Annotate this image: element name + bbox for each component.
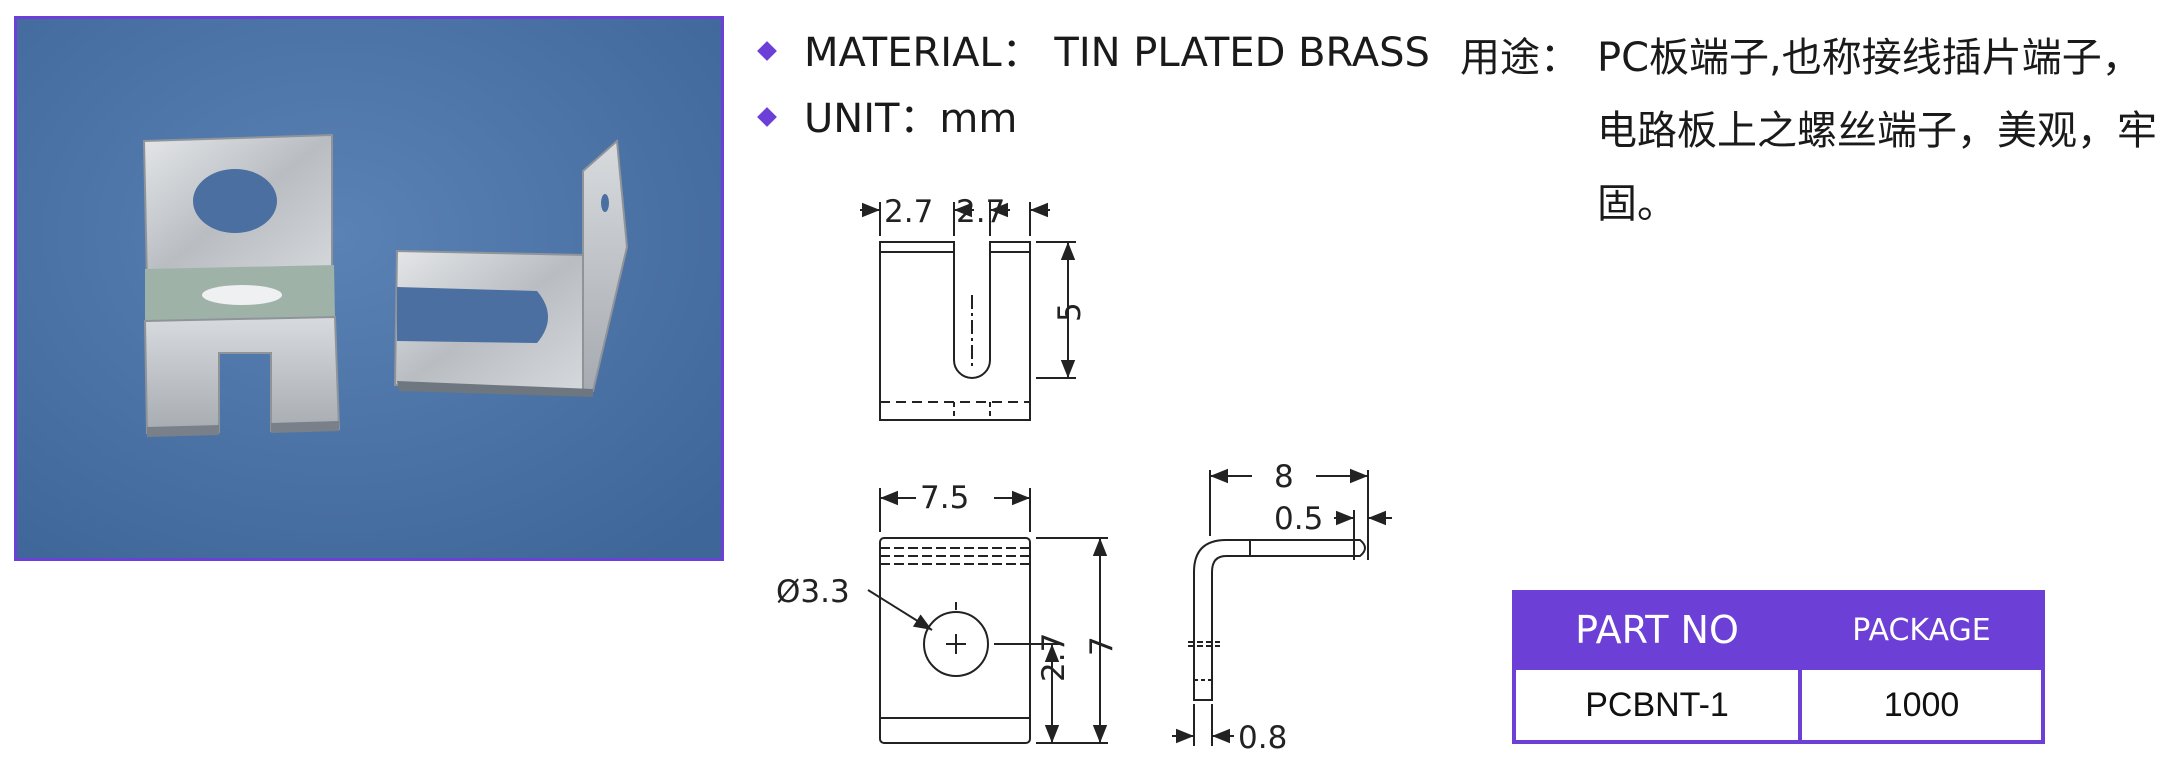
diamond-bullet-icon — [757, 107, 777, 127]
header-part-no: PART NO — [1511, 590, 1803, 670]
dim-tip: 0.5 — [1274, 501, 1323, 537]
dim-height: 7 — [1084, 636, 1120, 656]
side-view — [1172, 468, 1392, 746]
dim-thickness: 0.8 — [1238, 720, 1287, 756]
usage-label: 用途： — [1460, 35, 1580, 81]
usage-text: PC板端子,也称接线插片端子，电路板上之螺丝端子，美观，牢固。 — [1597, 35, 2157, 227]
spec-unit: UNIT：mm — [757, 86, 1018, 144]
product-photo — [14, 16, 724, 561]
table-header-row: PART NO PACKAGE — [1511, 590, 2045, 670]
unit-text: UNIT：mm — [804, 96, 1018, 142]
cell-part-no: PCBNT-1 — [1511, 666, 1803, 744]
dim-slot-right: 2.7 — [956, 194, 1005, 230]
cell-package: 1000 — [1798, 666, 2045, 744]
terminal-photo-illustration — [17, 19, 721, 558]
diamond-bullet-icon — [757, 41, 777, 61]
spec-material: MATERIAL： TIN PLATED BRASS — [757, 20, 1430, 78]
dimension-drawing: 2.7 2.7 5 — [776, 194, 1392, 756]
dim-length: 8 — [1274, 459, 1294, 495]
dim-slot-depth: 5 — [1052, 302, 1088, 322]
dim-width: 7.5 — [920, 480, 969, 516]
dim-slot-left: 2.7 — [884, 194, 933, 230]
top-view — [860, 202, 1076, 421]
dim-hole-center: 2.7 — [1036, 633, 1072, 682]
header-package: PACKAGE — [1798, 590, 2045, 670]
technical-drawing: 2.7 2.7 5 — [760, 170, 1420, 759]
part-table: PART NO PACKAGE PCBNT-1 1000 — [1511, 590, 2045, 744]
dim-hole-diameter: Ø3.3 — [776, 574, 850, 610]
table-row: PCBNT-1 1000 — [1511, 666, 2045, 744]
front-view — [867, 488, 1108, 744]
material-text: MATERIAL： TIN PLATED BRASS — [804, 30, 1430, 76]
